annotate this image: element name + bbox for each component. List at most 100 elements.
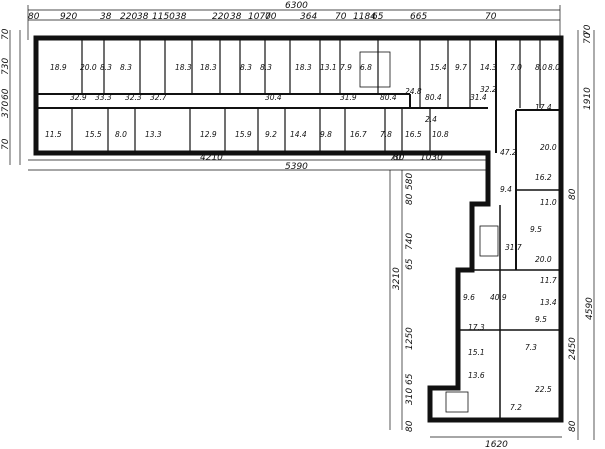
- label: 740: [405, 233, 415, 250]
- dimension-lines: [9, 5, 595, 440]
- label: 13.1: [320, 63, 337, 72]
- label: 8.3: [260, 63, 272, 72]
- label: 1184: [353, 12, 376, 22]
- building-walls: [33, 35, 564, 423]
- label: 11.7: [540, 276, 557, 285]
- label: 22.5: [535, 385, 552, 394]
- label: 370: [1, 101, 11, 118]
- label: 31.4: [470, 93, 487, 102]
- label: 38: [137, 12, 149, 22]
- label: 20.0: [535, 255, 552, 264]
- label: 70: [1, 28, 11, 40]
- label: 13.3: [145, 130, 162, 139]
- label: 364: [300, 12, 317, 22]
- label: 70: [390, 153, 402, 163]
- label: 32.3: [125, 93, 142, 102]
- label: 80: [568, 420, 578, 432]
- label: 80: [568, 188, 578, 200]
- label: 7.8: [380, 130, 392, 139]
- label: 9.6: [463, 293, 475, 302]
- label: 10.8: [432, 130, 449, 139]
- label: 11.5: [45, 130, 62, 139]
- label: 18.3: [295, 63, 312, 72]
- label: 580: [405, 173, 415, 190]
- label: 18.3: [175, 63, 192, 72]
- label: 1250: [405, 327, 415, 350]
- label: 40.9: [490, 293, 507, 302]
- label: 8.3: [240, 63, 252, 72]
- label: 1070: [248, 12, 271, 22]
- label: 220: [212, 12, 229, 22]
- label: 32.7: [150, 93, 167, 102]
- label: 6.8: [360, 63, 372, 72]
- label: 65: [372, 12, 384, 22]
- label: 31.7: [505, 243, 522, 252]
- label: 80.4: [380, 93, 397, 102]
- label: 70: [1, 138, 11, 150]
- label: 70: [583, 24, 593, 36]
- label: 65: [405, 258, 415, 270]
- label: 220: [120, 12, 137, 22]
- label: 20.0: [540, 143, 557, 152]
- label: 70: [335, 12, 347, 22]
- label: 6300: [285, 1, 308, 11]
- label: 1620: [485, 440, 508, 449]
- label: 920: [60, 12, 77, 22]
- label: 31.9: [340, 93, 357, 102]
- label: 60: [1, 88, 11, 100]
- label: 2450: [568, 337, 578, 360]
- label: 3210: [392, 267, 402, 290]
- label: 15.4: [430, 63, 447, 72]
- label: 9.5: [530, 225, 542, 234]
- label: 17.4: [535, 103, 552, 112]
- label: 4210: [200, 153, 223, 163]
- label: 8.3: [120, 63, 132, 72]
- label: 11.0: [540, 198, 557, 207]
- label: 80: [405, 420, 415, 432]
- label: 12.9: [200, 130, 217, 139]
- label: 38: [230, 12, 242, 22]
- label: 4590: [585, 297, 595, 320]
- label: 8.3: [100, 63, 112, 72]
- label: 33.3: [95, 93, 112, 102]
- label: 24.8: [405, 87, 422, 96]
- label: 9.5: [535, 315, 547, 324]
- label: 8.0: [548, 63, 560, 72]
- label: 7.3: [525, 343, 537, 352]
- label: 8.0: [115, 130, 127, 139]
- label: 32.9: [70, 93, 87, 102]
- label: 38: [100, 12, 112, 22]
- label: 65: [405, 373, 415, 385]
- label: 9.2: [265, 130, 277, 139]
- label: 47.2: [500, 148, 517, 157]
- label: 8.0: [535, 63, 547, 72]
- label: 1910: [583, 87, 593, 110]
- label: 17.3: [468, 323, 485, 332]
- label: 16.5: [405, 130, 422, 139]
- label: 18.9: [50, 63, 67, 72]
- label: 30.4: [265, 93, 282, 102]
- label: 70: [265, 12, 277, 22]
- label: 7.2: [510, 403, 522, 412]
- label: 14.4: [290, 130, 307, 139]
- label: 80: [405, 193, 415, 205]
- label: 730: [1, 58, 11, 75]
- label: 16.2: [535, 173, 552, 182]
- label: 70: [485, 12, 497, 22]
- label: 32.2: [480, 85, 497, 94]
- label: 13.6: [468, 371, 485, 380]
- label: 16.7: [350, 130, 367, 139]
- label: 38: [175, 12, 187, 22]
- label: 9.4: [500, 185, 512, 194]
- label: 9.8: [320, 130, 332, 139]
- label: 18.3: [200, 63, 217, 72]
- label: 7.0: [510, 63, 522, 72]
- label: 20.0: [80, 63, 97, 72]
- label: 80.4: [425, 93, 442, 102]
- label: 9.7: [455, 63, 467, 72]
- stair-hatching: [359, 51, 499, 413]
- label: 80: [28, 12, 40, 22]
